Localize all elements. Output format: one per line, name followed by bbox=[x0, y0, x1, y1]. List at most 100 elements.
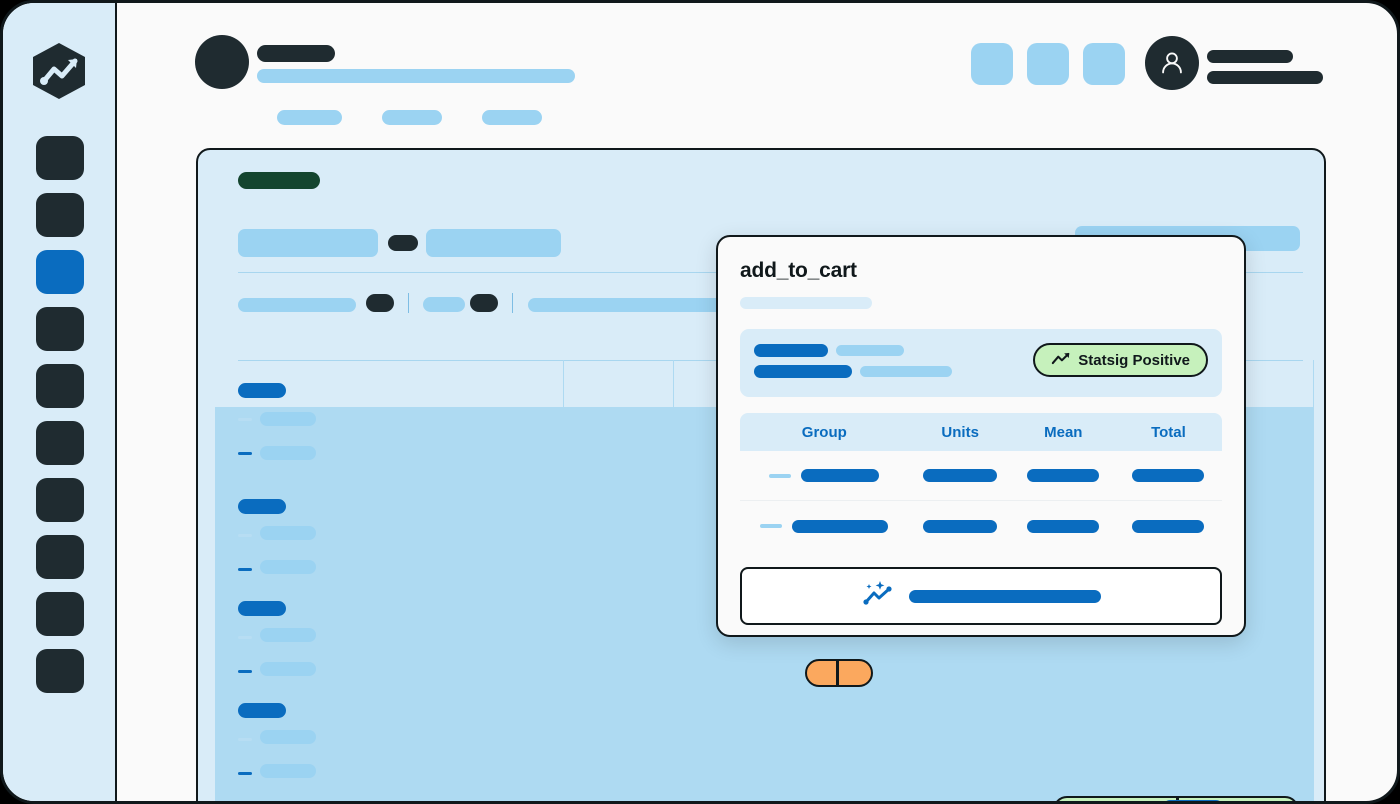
metric-detail-popover: add_to_cart Statsig Positive Group bbox=[716, 235, 1246, 637]
variant-dash-4b bbox=[238, 772, 252, 775]
sidebar-item-5[interactable] bbox=[36, 364, 84, 408]
cell-group bbox=[740, 469, 909, 482]
meta-divider-2 bbox=[512, 293, 513, 313]
user-org bbox=[1207, 71, 1323, 84]
metric-value-1 bbox=[1163, 800, 1223, 801]
column-header-group: Group bbox=[801, 423, 847, 441]
gridline-8 bbox=[1313, 360, 1314, 801]
filter-select-2[interactable] bbox=[426, 229, 561, 257]
variant-dash-3b bbox=[238, 670, 252, 673]
cell-units-value bbox=[923, 469, 998, 482]
cell-mean-value bbox=[1027, 519, 1100, 533]
variant-label-3b bbox=[260, 662, 316, 676]
sidebar-item-1[interactable] bbox=[36, 136, 84, 180]
sidebar-item-9[interactable] bbox=[36, 592, 84, 636]
status-badge[interactable]: Statsig Positive bbox=[1033, 343, 1208, 377]
sidebar-item-6[interactable] bbox=[36, 421, 84, 465]
column-header-total: Total bbox=[1151, 423, 1186, 441]
sidebar-item-3-active[interactable] bbox=[36, 250, 84, 294]
sidebar-item-10[interactable] bbox=[36, 649, 84, 693]
summary-line-2-value bbox=[860, 366, 952, 377]
cell-group-value bbox=[792, 519, 889, 533]
sidebar-item-8[interactable] bbox=[36, 535, 84, 579]
ci-point-estimate-tick bbox=[1176, 798, 1179, 801]
experiment-avatar bbox=[195, 35, 249, 89]
popup-metric-table: Group Units Mean Total bbox=[740, 413, 1222, 551]
variant-dash-icon bbox=[769, 473, 792, 478]
panel-title bbox=[238, 172, 320, 189]
metric-group-label-4[interactable] bbox=[238, 703, 286, 718]
variant-dash-icon bbox=[760, 524, 783, 528]
ai-insight-button[interactable] bbox=[740, 567, 1222, 625]
cell-mean bbox=[1012, 469, 1115, 482]
cell-total bbox=[1115, 519, 1222, 533]
sidebar-item-4[interactable] bbox=[36, 307, 84, 351]
summary-line-1-value bbox=[836, 345, 904, 356]
table-row[interactable] bbox=[740, 451, 1222, 501]
toolbar-button-2[interactable] bbox=[1027, 43, 1069, 85]
page-subtitle bbox=[257, 69, 575, 83]
ai-sparkle-chart-icon bbox=[861, 579, 895, 614]
trending-up-icon bbox=[1051, 351, 1071, 370]
metric-group-label-3[interactable] bbox=[238, 601, 286, 616]
sidebar-item-7[interactable] bbox=[36, 478, 84, 522]
ci-point-estimate-tick bbox=[835, 661, 839, 685]
variant-label-4a bbox=[260, 730, 316, 744]
cell-total-value bbox=[1132, 469, 1205, 482]
toolbar-button-3[interactable] bbox=[1083, 43, 1125, 85]
gridline-1 bbox=[563, 360, 564, 801]
variant-dash-1a bbox=[238, 418, 252, 421]
tab-3[interactable] bbox=[482, 110, 542, 125]
metric-group-label-1[interactable] bbox=[238, 383, 286, 398]
statsig-hexagon-trending-up-logo[interactable] bbox=[28, 41, 90, 101]
variant-label-1b bbox=[260, 446, 316, 460]
summary-line-1-label bbox=[754, 344, 828, 357]
variant-label-1a bbox=[260, 412, 316, 426]
cell-total-value bbox=[1132, 519, 1205, 533]
toolbar-button-1[interactable] bbox=[971, 43, 1013, 85]
user-name bbox=[1207, 50, 1293, 63]
variant-dash-1b bbox=[238, 452, 252, 455]
cell-group bbox=[740, 519, 909, 533]
sidebar-nav bbox=[3, 3, 117, 801]
meta-chip-1[interactable] bbox=[366, 294, 394, 312]
meta-divider-1 bbox=[408, 293, 409, 313]
sidebar-item-2[interactable] bbox=[36, 193, 84, 237]
column-header-units: Units bbox=[941, 423, 979, 441]
popup-summary-box: Statsig Positive bbox=[740, 329, 1222, 397]
popup-title: add_to_cart bbox=[740, 259, 857, 282]
cell-group-value bbox=[801, 469, 880, 482]
cell-units-value bbox=[923, 519, 998, 533]
gridline-2 bbox=[673, 360, 674, 801]
tab-2[interactable] bbox=[382, 110, 442, 125]
page-title bbox=[257, 45, 335, 62]
cell-mean bbox=[1012, 519, 1115, 533]
variant-dash-2a bbox=[238, 534, 252, 537]
status-badge-label: Statsig Positive bbox=[1078, 351, 1190, 369]
meta-label-2 bbox=[423, 297, 465, 312]
column-header-mean: Mean bbox=[1044, 423, 1083, 441]
variant-label-2a bbox=[260, 526, 316, 540]
variant-dash-3a bbox=[238, 636, 252, 639]
variant-label-4b bbox=[260, 764, 316, 778]
popup-subtitle bbox=[740, 297, 872, 309]
summary-line-2-label bbox=[754, 365, 852, 378]
cell-total bbox=[1115, 469, 1222, 482]
filter-select-1[interactable] bbox=[238, 229, 378, 257]
cell-units bbox=[909, 469, 1012, 482]
cell-units bbox=[909, 519, 1012, 533]
filter-chip-1[interactable] bbox=[388, 235, 418, 251]
person-avatar-icon[interactable] bbox=[1145, 36, 1199, 90]
variant-dash-2b bbox=[238, 568, 252, 571]
page-header bbox=[117, 3, 1397, 141]
variant-label-2b bbox=[260, 560, 316, 574]
variant-label-3a bbox=[260, 628, 316, 642]
metric-group-label-2[interactable] bbox=[238, 499, 286, 514]
tab-1[interactable] bbox=[277, 110, 342, 125]
table-row[interactable] bbox=[740, 501, 1222, 551]
variant-dash-4a bbox=[238, 738, 252, 741]
ci-orange-negative[interactable] bbox=[805, 659, 873, 687]
cell-mean-value bbox=[1027, 469, 1100, 482]
meta-chip-2[interactable] bbox=[470, 294, 498, 312]
